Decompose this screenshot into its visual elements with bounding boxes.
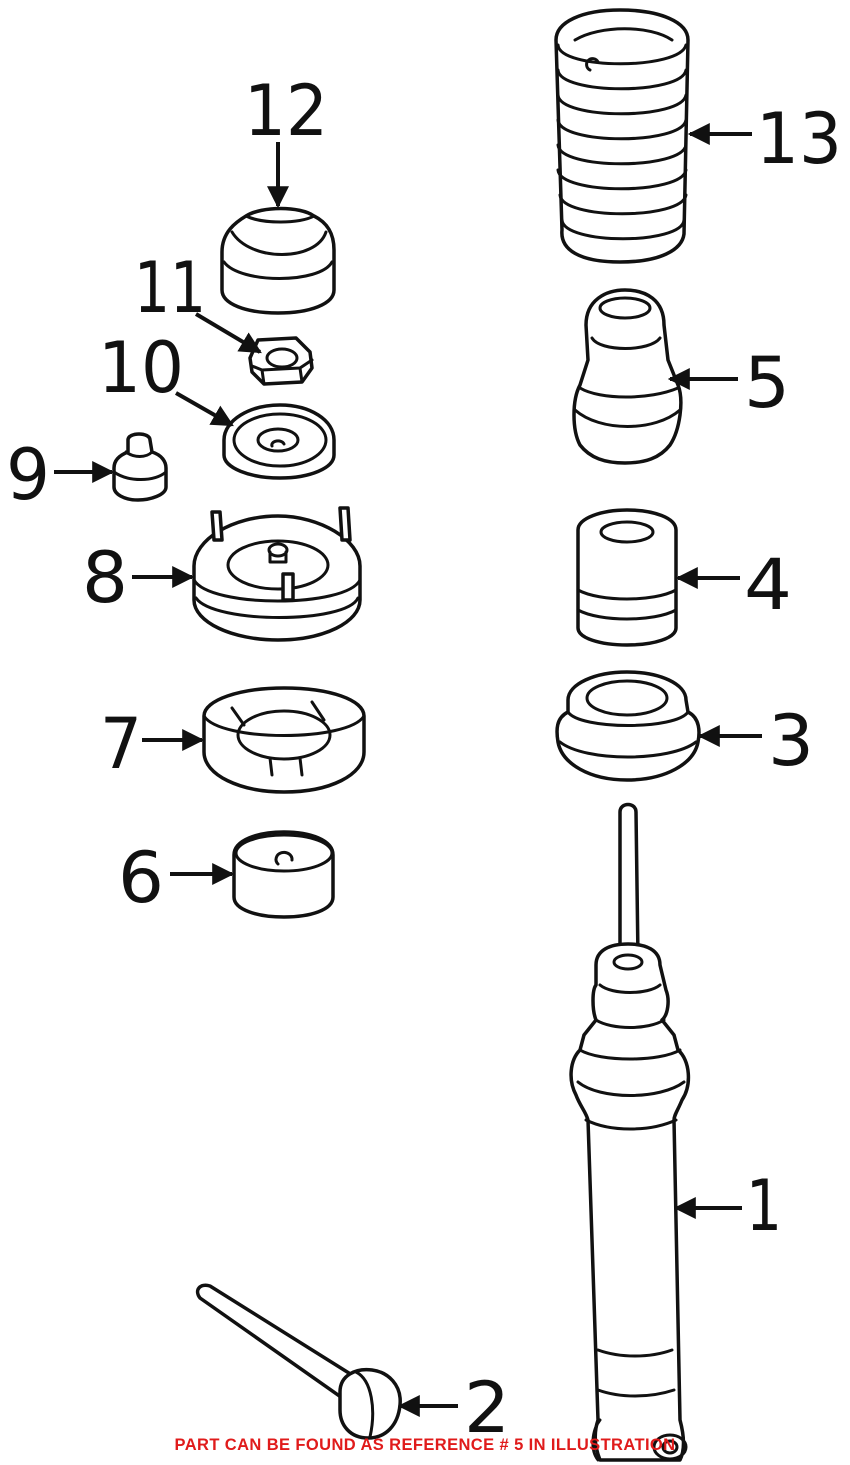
stud-part[interactable] [112,432,168,502]
spring-pad-part[interactable] [202,686,366,794]
callout-11: 11 [134,247,206,329]
callout-13: 13 [756,98,842,180]
bump-stop-part[interactable] [572,288,683,465]
dust-cap-part[interactable] [220,206,336,315]
coil-spring-part[interactable] [554,8,690,264]
bump-stop-sleeve-part[interactable] [576,508,678,647]
callout-12: 12 [244,70,328,152]
callout-3: 3 [768,700,814,782]
reference-note: PART CAN BE FOUND AS REFERENCE # 5 IN IL… [174,1436,676,1454]
bushing-part[interactable] [232,830,335,919]
bolt-part[interactable] [195,1283,402,1440]
washer-part[interactable] [222,403,336,480]
leader-11 [194,312,262,354]
callout-numbers: 12 13 11 10 5 9 8 4 7 3 6 1 2 [6,70,842,1449]
callout-9: 9 [6,434,50,516]
callout-5: 5 [744,342,790,424]
callout-10: 10 [98,327,184,409]
callout-6: 6 [118,837,164,919]
leader-10 [175,391,234,427]
leader-lines [54,123,762,1417]
callout-1: 1 [746,1165,782,1247]
shock-absorber-part[interactable] [569,802,691,1462]
callout-4: 4 [744,544,792,626]
strut-mount-part[interactable] [192,506,362,642]
callout-7: 7 [100,703,142,785]
spring-seat-part[interactable] [555,670,701,782]
nut-part[interactable] [248,336,314,386]
callout-2: 2 [464,1367,510,1449]
callout-8: 8 [82,537,128,619]
